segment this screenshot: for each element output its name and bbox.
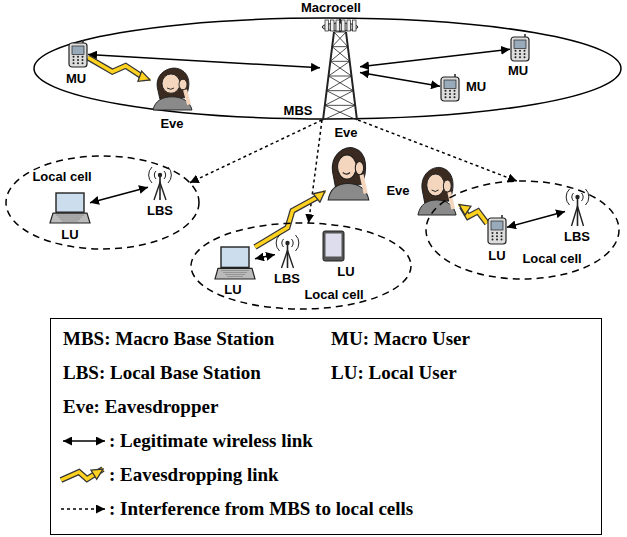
node-label: Eve xyxy=(160,117,183,131)
node-label: LU xyxy=(337,265,354,279)
local-user: LU xyxy=(487,215,507,245)
antenna-icon xyxy=(148,168,172,200)
legend-entry: : Legitimate wireless link xyxy=(109,429,313,453)
legitimate-link xyxy=(255,255,275,259)
node-label: LBS xyxy=(564,230,590,244)
node-label: Local cell xyxy=(522,252,581,266)
legend-entry: MBS: Macro Base Station xyxy=(63,327,274,351)
legend-entry: : Eavesdropping link xyxy=(109,463,279,487)
node-label: MU xyxy=(466,80,486,94)
legend-text: : Legitimate wireless link xyxy=(109,430,313,451)
legend-text: LU: Local User xyxy=(331,362,457,383)
eve-icon xyxy=(325,145,372,200)
macro-base-station: MBS xyxy=(320,18,360,120)
eavesdrop-link-sample xyxy=(61,469,103,480)
node-label: MU xyxy=(66,72,86,86)
eve-icon xyxy=(415,165,459,215)
legitimate-link xyxy=(90,187,148,202)
eavesdropping-link xyxy=(88,58,150,80)
interference-link-sample xyxy=(61,508,105,510)
legend-entry: LU: Local User xyxy=(331,361,457,385)
phone-icon xyxy=(440,74,460,102)
local-base-station: LBS xyxy=(275,236,300,268)
interference-link xyxy=(309,120,322,223)
macrocell-region: MacrocellMBSMUEveMUMU xyxy=(33,17,622,120)
connectors xyxy=(88,49,565,259)
eavesdropping-link xyxy=(459,205,487,224)
legend-text: : Eavesdropping link xyxy=(109,464,279,485)
legend-text: Eve: Eavesdropper xyxy=(63,396,218,417)
local-cell-region: Local cell LU LBS LU xyxy=(190,222,412,310)
node-label: Local cell xyxy=(32,170,91,184)
node-label: LBS xyxy=(274,272,300,286)
cell-outline xyxy=(33,17,622,120)
legend-text: LBS: Local Base Station xyxy=(63,362,261,383)
node-label: LU xyxy=(61,228,78,242)
laptop-icon xyxy=(50,192,90,224)
macro-user: MU xyxy=(510,34,530,62)
node-label: LU xyxy=(488,249,505,263)
legend-entry: MU: Macro User xyxy=(331,327,470,351)
eavesdropper: Eve xyxy=(325,145,372,200)
phone-icon xyxy=(487,215,507,245)
eavesdropping-link xyxy=(255,191,325,247)
legit-link-sample xyxy=(63,440,105,442)
antenna-icon xyxy=(275,236,300,268)
antenna-icon xyxy=(565,190,590,226)
interference-link xyxy=(190,120,322,183)
legend-text: : Interference from MBS to local cells xyxy=(109,498,413,519)
tower-icon xyxy=(320,18,360,120)
local-user: LU xyxy=(322,230,345,262)
eavesdropper: Eve xyxy=(150,66,195,110)
eavesdropper: Eve xyxy=(415,165,459,215)
eavesdrop-link-outline-sample xyxy=(61,469,103,480)
macro-user: MU xyxy=(68,40,88,68)
phone-icon xyxy=(510,34,530,62)
legend-text: MBS: Macro Base Station xyxy=(63,328,274,349)
legend-text: MU: Macro User xyxy=(331,328,470,349)
node-label: MU xyxy=(508,64,528,78)
node-label: Eve xyxy=(386,184,409,198)
node-label: LBS xyxy=(147,204,173,218)
tablet-icon xyxy=(322,230,345,262)
local-user: LU xyxy=(50,192,90,224)
local-base-station: LBS xyxy=(565,190,590,226)
local-user: LU xyxy=(215,246,255,280)
legitimate-link xyxy=(360,49,510,67)
legend-entry: : Interference from MBS to local cells xyxy=(109,497,413,521)
node-label: LU xyxy=(224,283,241,297)
legend-entry: LBS: Local Base Station xyxy=(63,361,261,385)
local-cell-region: Local cell LU LBS xyxy=(425,180,620,280)
macro-user: MU xyxy=(440,74,460,102)
legitimate-link xyxy=(360,72,440,86)
node-label: Eve xyxy=(334,126,357,140)
local-base-station: LBS xyxy=(148,168,172,200)
node-label: Macrocell xyxy=(301,1,361,15)
node-label: MBS xyxy=(284,104,313,118)
legend-entry: Eve: Eavesdropper xyxy=(63,395,218,419)
legitimate-link xyxy=(507,211,565,227)
laptop-icon xyxy=(215,246,255,280)
eve-icon xyxy=(150,66,195,110)
node-label: Local cell xyxy=(304,288,363,302)
legend-box: MBS: Macro Base Station MU: Macro UserLBS… xyxy=(50,318,602,535)
local-cell-region: Local cellLBSLU xyxy=(5,155,200,250)
phone-icon xyxy=(68,40,88,68)
